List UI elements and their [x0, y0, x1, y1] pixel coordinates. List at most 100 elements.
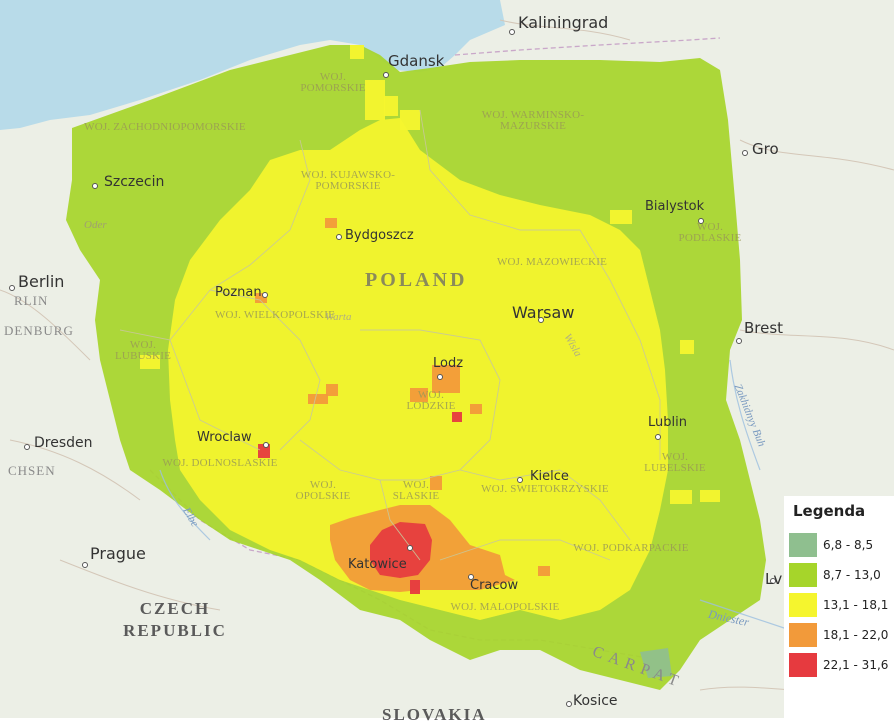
city-label-kaliningrad[interactable]: Kaliningrad — [518, 13, 609, 32]
region-label-chsen: CHSEN — [8, 463, 56, 478]
legend-swatch — [789, 562, 817, 587]
city-dot-lodz — [437, 374, 443, 380]
voivodeship-label-mazowieckie: WOJ. MAZOWIECKIE — [496, 256, 608, 268]
city-label-gdansk[interactable]: Gdansk — [388, 52, 445, 70]
city-dot-kosice — [566, 701, 572, 707]
city-label-gro[interactable]: Gro — [752, 140, 779, 158]
heat-red-cell — [410, 580, 420, 594]
city-label-cracow[interactable]: Cracow — [470, 578, 519, 593]
voivodeship-label-opolskie: WOJ. OPOLSKIE — [295, 479, 351, 502]
voivodeship-label-kujawsko: WOJ. KUJAWSKO-POMORSKIE — [300, 169, 396, 192]
heat-yellow-cell — [670, 490, 692, 504]
legend-label: 13,1 - 18,1 — [823, 597, 889, 612]
city-label-lublin[interactable]: Lublin — [648, 415, 687, 430]
voivodeship-label-podlaskie: WOJ. PODLASKIE — [678, 221, 742, 244]
city-label-prague[interactable]: Prague — [90, 544, 146, 563]
city-dot-prague — [82, 562, 88, 568]
city-label-lodz[interactable]: Lodz — [433, 356, 464, 371]
heat-yellow-cell — [140, 355, 160, 369]
voivodeship-label-podkarpackie: WOJ. PODKARPACKIE — [573, 542, 689, 554]
city-dot-szczecin — [92, 183, 98, 189]
city-dot-katowice — [407, 545, 413, 551]
country-label-czech: CZECH REPUBLIC — [123, 599, 227, 640]
heat-yellow-cell — [365, 80, 385, 120]
heat-yellow-cell — [700, 490, 720, 502]
voivodeship-label-pomorskie: WOJ. POMORSKIE — [300, 71, 366, 94]
city-label-wroclaw[interactable]: Wroclaw — [197, 430, 252, 445]
voivodeship-label-slaskie: WOJ. SLASKIE — [392, 479, 440, 502]
heat-yellow-cell — [384, 96, 398, 116]
voivodeship-borders — [119, 109, 661, 561]
city-dot-cracow — [468, 574, 474, 580]
heatmap-layer — [66, 45, 766, 690]
voivodeship-label-lubuskie: WOJ. LUBUSKIE — [115, 339, 171, 362]
voivodeship-label-dolnoslaskie: WOJ. DOLNOSLASKIE — [162, 457, 278, 469]
country-label-slovakia: SLOVAKIA — [382, 705, 487, 724]
voivodeship-label-wielkopolskie: WOJ. WIELKOPOLSKIE — [214, 309, 336, 321]
voivodeship-label-zachodniopomorskie: WOJ. ZACHODNIOPOMORSKIE — [84, 121, 246, 133]
heat-yellow-cell — [350, 45, 364, 59]
city-dot-gdansk — [383, 72, 389, 78]
legend-label: 18,1 - 22,0 — [823, 627, 889, 642]
legend-item: 22,1 - 31,6 — [789, 650, 889, 679]
city-label-katowice[interactable]: Katowice — [348, 557, 407, 572]
heat-orange-cell — [326, 384, 338, 396]
country-label-poland: POLAND — [365, 269, 468, 291]
legend-item: 8,7 - 13,0 — [789, 560, 889, 589]
city-label-poznan[interactable]: Poznan — [215, 285, 262, 300]
city-label-kosice[interactable]: Kosice — [573, 693, 618, 709]
city-dot-berlin — [9, 285, 15, 291]
city-label-bialystok[interactable]: Bialystok — [645, 199, 705, 214]
voivodeship-label-swietokrzyskie: WOJ. SWIETOKRZYSKIE — [481, 483, 609, 495]
heat-low-zone — [640, 648, 672, 678]
heat-orange-cell — [410, 388, 428, 402]
city-dot-warsaw — [538, 317, 544, 323]
legend-item: 18,1 - 22,0 — [789, 620, 889, 649]
city-dot-poznan — [262, 292, 268, 298]
city-dot-kaliningrad — [509, 29, 515, 35]
heat-red-zone — [370, 522, 432, 578]
city-label-kielce[interactable]: Kielce — [530, 469, 569, 484]
baltic-sea — [0, 0, 505, 130]
city-label-brest[interactable]: Brest — [744, 319, 784, 337]
heat-yellow-zone — [168, 118, 668, 620]
river-label-oder: Oder — [84, 219, 107, 231]
legend-title: Legenda — [793, 502, 866, 520]
river-label-warta: Warta — [325, 311, 352, 323]
city-dot-bialystok — [698, 218, 704, 224]
city-label-lv[interactable]: Lv — [765, 570, 783, 588]
heat-orange-cell — [308, 394, 328, 404]
city-label-szczecin[interactable]: Szczecin — [104, 174, 165, 190]
legend-item: 6,8 - 8,5 — [789, 530, 889, 559]
city-label-berlin[interactable]: Berlin — [18, 272, 65, 291]
heat-orange-cell — [538, 566, 550, 576]
city-label-dresden[interactable]: Dresden — [34, 435, 93, 451]
heat-orange-cell — [430, 476, 442, 490]
city-dot-lv — [770, 578, 776, 584]
legend-panel: Legenda 6,8 - 8,5 8,7 - 13,0 13,1 - 18,1… — [784, 496, 894, 718]
city-dot-wroclaw — [263, 442, 269, 448]
region-label-rlin: RLIN — [14, 293, 49, 308]
voivodeship-label-lubelskie: WOJ. LUBELSKIE — [644, 451, 706, 474]
legend-item: 13,1 - 18,1 — [789, 590, 889, 619]
voivodeship-label-warminsko: WOJ. WARMINSKO-MAZURSKIE — [481, 109, 585, 132]
city-label-warsaw[interactable]: Warsaw — [512, 303, 575, 322]
rivers — [159, 359, 791, 631]
voivodeship-label-malopolskie: WOJ. MALOPOLSKIE — [450, 601, 560, 613]
city-dot-gro — [742, 150, 748, 156]
city-dot-kielce — [517, 477, 523, 483]
heat-orange-cell — [432, 365, 460, 393]
city-dot-dresden — [24, 444, 30, 450]
heat-yellow-cell — [680, 340, 694, 354]
legend-swatch — [789, 532, 817, 557]
heat-orange-cell — [255, 293, 267, 303]
legend-label: 6,8 - 8,5 — [823, 537, 874, 552]
city-dot-bydgoszcz — [336, 234, 342, 240]
legend-swatch — [789, 592, 817, 617]
region-label-denburg: DENBURG — [4, 323, 74, 338]
heat-orange-cell — [325, 218, 337, 228]
heat-orange-cell — [470, 404, 482, 414]
heat-yellow-cell — [610, 210, 632, 224]
city-label-bydgoszcz[interactable]: Bydgoszcz — [345, 228, 414, 243]
